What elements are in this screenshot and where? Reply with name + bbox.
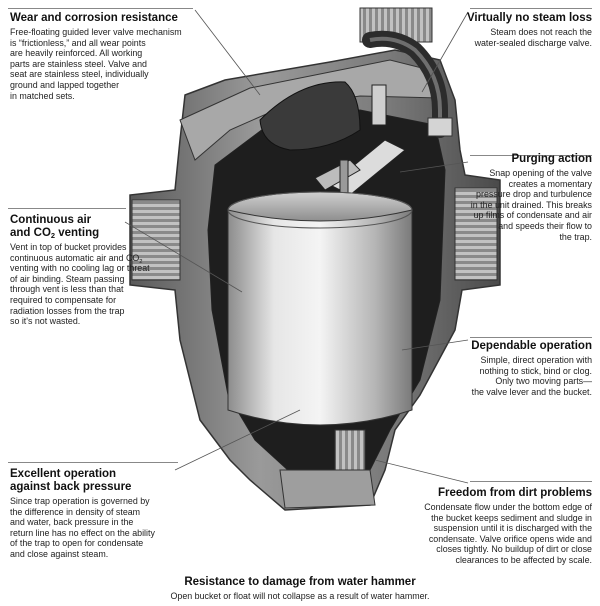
body-line: seat are stainless steel, individually	[10, 69, 149, 80]
rule-purging	[470, 155, 592, 156]
rule-steam-loss	[470, 8, 592, 9]
body-line: up films of condensate and air	[473, 210, 592, 221]
callout-title: Continuous air and CO2 venting	[10, 214, 170, 240]
body-line: through vent is less than that	[10, 284, 124, 295]
callout-title: Virtually no steam loss	[466, 12, 592, 24]
callout-continuous-venting: Continuous air and CO2 venting Vent in t…	[10, 214, 170, 327]
title-line: and CO	[10, 227, 51, 239]
body-line: Snap opening of the valve	[489, 168, 592, 178]
title-line: Excellent operation	[10, 468, 117, 480]
callout-purging-action: Purging action Snap opening of the valve…	[442, 153, 592, 242]
callout-no-steam-loss: Virtually no steam loss Steam does not r…	[442, 12, 592, 48]
title-subscript: 2	[50, 231, 56, 240]
body-line: Simple, direct operation with	[480, 355, 592, 365]
body-line: Steam does not reach the	[490, 27, 592, 37]
rule-back-pressure	[8, 462, 178, 463]
body-line: the difference in density of steam	[10, 506, 141, 517]
body-line: and water, back pressure in the	[10, 517, 134, 528]
body-line: return line has no effect on the ability	[10, 527, 155, 538]
body-line: in the unit drained. This breaks	[470, 199, 592, 210]
body-line: of the trap to open for condensate	[10, 538, 144, 549]
inverted-bucket	[227, 191, 413, 426]
body-line: required to compensate for	[10, 294, 117, 305]
rule-dependable	[470, 337, 592, 338]
body-line: closes tightly. No buildup of dirt or cl…	[436, 544, 592, 555]
title-line: against back pressure	[10, 481, 132, 493]
callout-body: Vent in top of bucket provides continuou…	[10, 242, 170, 327]
body-line: Free-floating guided lever valve mechani…	[10, 27, 182, 37]
callout-dirt-problems: Freedom from dirt problems Condensate fl…	[392, 487, 592, 566]
callout-body: Open bucket or float will not collapse a…	[150, 591, 450, 602]
callout-leader-lines	[124, 9, 469, 484]
callout-title: Purging action	[511, 153, 593, 165]
body-line: creates a momentary	[508, 178, 592, 189]
rule-venting	[8, 208, 126, 209]
callout-body: Since trap operation is governed by the …	[10, 496, 195, 560]
valve-lever-mechanism	[314, 84, 406, 201]
body-line: condensate. Valve orifice opens wide and	[428, 533, 592, 544]
body-line: so it's not wasted.	[10, 316, 81, 327]
callout-body: Snap opening of the valve creates a mome…	[442, 168, 592, 242]
body-line: venting with no cooling lag or threat	[10, 263, 150, 274]
callout-body: Simple, direct operation with nothing to…	[432, 355, 592, 397]
body-line: ground and lapped together	[10, 79, 120, 90]
callout-body: Free-floating guided lever valve mechani…	[10, 27, 200, 101]
body-line: Only two moving parts—	[495, 376, 592, 387]
callout-title: Dependable operation	[471, 340, 592, 352]
body-subscript: 2	[139, 258, 143, 265]
body-line: pressure drop and turbulence	[476, 189, 592, 200]
body-line: the trap.	[559, 231, 592, 242]
rule-dirt	[470, 481, 592, 482]
body-line: in matched sets.	[10, 90, 75, 101]
title-line: venting	[55, 227, 100, 239]
body-line: water-sealed discharge valve.	[474, 37, 592, 48]
body-line: Open bucket or float will not collapse a…	[170, 591, 430, 601]
callout-body: Steam does not reach the water-sealed di…	[442, 27, 592, 48]
body-line: and close against steam.	[10, 548, 109, 559]
body-line: suspension until it is discharged with t…	[433, 523, 592, 534]
body-line: are heavily reinforced. All working	[10, 48, 143, 59]
body-line: radiation losses from the trap	[10, 305, 125, 316]
body-line: nothing to stick, bind or clog.	[479, 365, 592, 376]
callout-dependable-operation: Dependable operation Simple, direct oper…	[432, 340, 592, 397]
callout-wear-corrosion: Wear and corrosion resistance Free-float…	[10, 12, 200, 101]
inlet-connection-threads	[131, 199, 181, 281]
dome-cap	[259, 81, 361, 151]
rule-wear	[8, 8, 193, 9]
body-line: Since trap operation is governed by	[10, 496, 150, 506]
callout-title: Wear and corrosion resistance	[10, 12, 178, 24]
outlet-connection-threads	[454, 187, 498, 281]
title-line: Continuous air	[10, 214, 92, 226]
body-line: the valve lever and the bucket.	[471, 386, 592, 397]
body-line: Vent in top of bucket provides	[10, 242, 127, 252]
body-line: clearances to be affected by scale.	[455, 554, 593, 565]
callout-title: Excellent operation against back pressur…	[10, 468, 195, 494]
callout-title: Freedom from dirt problems	[438, 487, 592, 499]
body-line: the bucket keeps sediment and sludge in	[431, 512, 592, 523]
callout-body: Condensate flow under the bottom edge of…	[392, 502, 592, 566]
bottom-drain-threads	[334, 429, 366, 477]
callout-back-pressure: Excellent operation against back pressur…	[10, 468, 195, 560]
body-line: and speeds their flow to	[498, 220, 592, 231]
body-line: of air binding. Steam passing	[10, 273, 125, 284]
callout-water-hammer: Resistance to damage from water hammer O…	[150, 576, 450, 602]
body-line: is “frictionless,” and all wear points	[10, 37, 146, 48]
body-line: continuous automatic air and CO	[10, 252, 140, 263]
callout-title: Resistance to damage from water hammer	[184, 576, 416, 588]
body-line: parts are stainless steel. Valve and	[10, 58, 147, 69]
body-line: Condensate flow under the bottom edge of	[424, 502, 592, 512]
